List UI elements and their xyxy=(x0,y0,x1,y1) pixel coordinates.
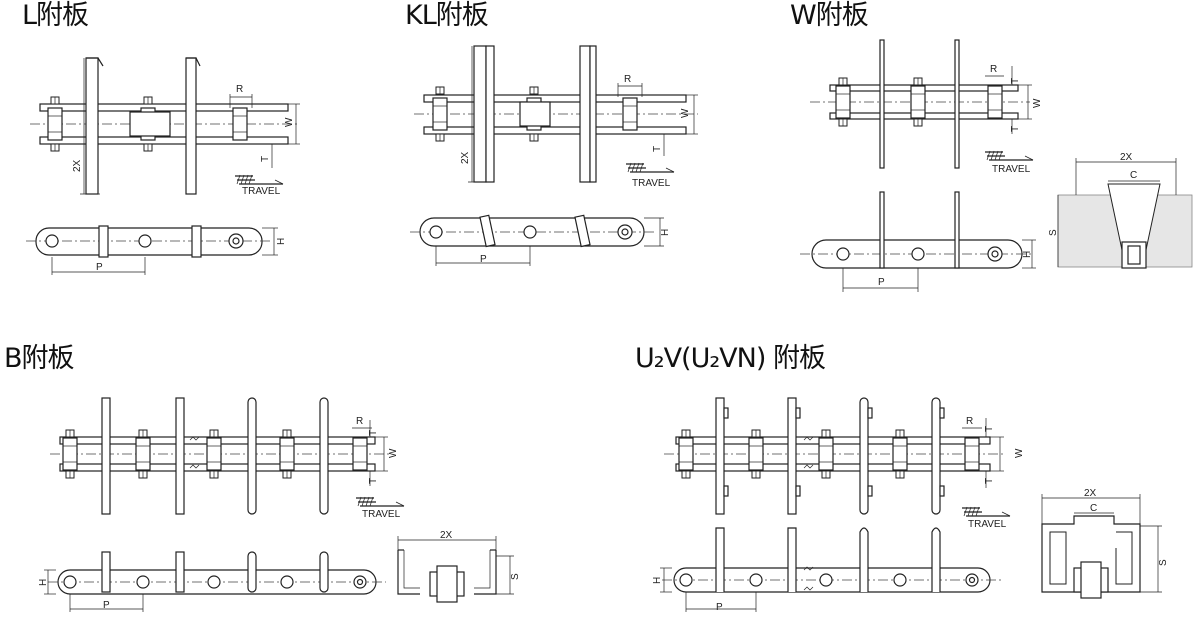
u2v-attachment-end-view xyxy=(1041,494,1162,599)
w-attachment-end-view xyxy=(1057,158,1193,269)
title-w-attachment: W附板 xyxy=(790,0,869,31)
b-attachment-top-view xyxy=(44,551,386,612)
title-kl-attachment: KL附板 xyxy=(405,0,489,31)
u-dim-t-bottom: T xyxy=(984,478,995,484)
kl-dim-r: R xyxy=(624,74,631,85)
w-travel-label: TRAVEL xyxy=(992,164,1031,175)
w-dim-t-top: T xyxy=(1010,78,1021,84)
w-dim-2x: 2X xyxy=(1120,152,1133,163)
b-dim-2x: 2X xyxy=(440,530,453,541)
title-l-attachment: L附板 xyxy=(22,0,89,31)
w-dim-p: P xyxy=(878,277,885,288)
b-dim-t-bottom: T xyxy=(368,478,379,484)
kl-dim-w: W xyxy=(680,108,691,118)
u-dim-h: H xyxy=(652,577,663,584)
b-travel-label: TRAVEL xyxy=(362,509,401,520)
kl-dim-2x: 2X xyxy=(460,151,471,164)
w-dim-w: W xyxy=(1032,98,1043,108)
w-dim-r: R xyxy=(990,64,997,75)
u-dim-c: C xyxy=(1090,503,1097,514)
title-b-attachment: B附板 xyxy=(4,343,75,374)
u-dim-t-top: T xyxy=(984,426,995,432)
w-attachment-top-view xyxy=(800,191,1036,292)
l-dim-h: H xyxy=(276,238,287,245)
title-u2v-attachment: U₂V(U₂VN) 附板 xyxy=(635,343,826,374)
w-dim-h: H xyxy=(1022,251,1033,258)
b-dim-p: P xyxy=(103,600,110,611)
l-attachment-top-view xyxy=(26,225,278,275)
b-dim-t-top: T xyxy=(368,430,379,436)
w-dim-t-bottom: T xyxy=(1010,126,1021,132)
w-attachment-side-view xyxy=(810,39,1034,169)
kl-attachment-side-view xyxy=(414,45,698,183)
kl-travel-label: TRAVEL xyxy=(632,178,671,189)
u-dim-w: W xyxy=(1014,448,1025,458)
u-dim-2x: 2X xyxy=(1084,488,1097,499)
kl-attachment-top-view xyxy=(410,214,664,266)
b-dim-r: R xyxy=(356,416,363,427)
w-dim-s: S xyxy=(1048,229,1059,236)
u-travel-label: TRAVEL xyxy=(968,519,1007,530)
l-dim-p: P xyxy=(96,262,103,273)
kl-dim-p: P xyxy=(480,254,487,265)
l-dim-2x: 2X xyxy=(72,159,83,172)
kl-dim-h: H xyxy=(660,229,671,236)
u2v-attachment-side-view xyxy=(664,397,1011,517)
b-dim-h: H xyxy=(38,579,49,586)
w-dim-c: C xyxy=(1130,170,1137,181)
b-dim-w: W xyxy=(388,448,399,458)
l-dim-w: W xyxy=(284,117,295,127)
u2v-attachment-top-view xyxy=(660,527,1002,612)
b-attachment-side-view xyxy=(50,397,405,515)
b-attachment-end-view xyxy=(397,536,514,603)
l-dim-r: R xyxy=(236,84,243,95)
kl-dim-t: T xyxy=(652,146,663,152)
u-dim-s: S xyxy=(1158,559,1169,566)
u-dim-p: P xyxy=(716,602,723,613)
l-travel-label: TRAVEL xyxy=(242,186,281,197)
b-dim-s: S xyxy=(510,573,521,580)
u-dim-r: R xyxy=(966,416,973,427)
l-attachment-side-view xyxy=(30,57,300,195)
l-dim-t: T xyxy=(260,156,271,162)
